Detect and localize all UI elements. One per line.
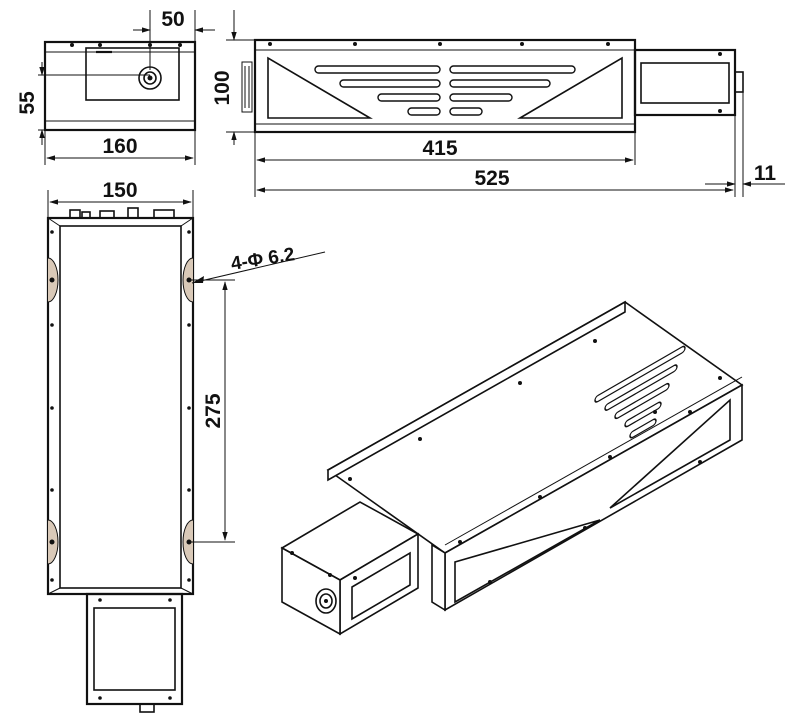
front-connector: [138, 66, 162, 90]
top-body: [46, 216, 195, 596]
dim-front-height: 55: [16, 62, 150, 145]
iso-main-body: [326, 300, 744, 612]
isometric-view: [280, 300, 744, 636]
front-height-label: 55: [16, 91, 39, 115]
dim-hole-spacing: 275: [189, 279, 235, 543]
dim-total-length: 525: [256, 92, 744, 197]
side-label-plate: [241, 61, 253, 113]
front-body: [43, 40, 197, 132]
dim-side-height: 100: [211, 10, 255, 145]
dim-rear-protrusion: 11: [705, 162, 785, 187]
connector-offset-label: 50: [161, 8, 184, 31]
top-rear-box: [85, 592, 184, 706]
body-length-label: 415: [422, 137, 457, 160]
iso-rear-connector: [315, 588, 337, 614]
top-rear-connector: [139, 703, 155, 713]
dim-connector-offset: 50: [133, 8, 215, 70]
side-rear-connector: [734, 71, 744, 93]
dim-body-length: 415: [254, 132, 636, 197]
side-triangle-right: [517, 56, 623, 119]
front-width-label: 160: [102, 135, 137, 158]
front-connector-plate: [85, 47, 180, 101]
side-view: [241, 38, 744, 134]
front-view: [43, 40, 197, 132]
hole-spec-label: 4-Φ 6.2: [229, 244, 296, 275]
dim-front-width: 160: [44, 130, 196, 165]
dim-hole-spec: 4-Φ 6.2: [191, 244, 326, 284]
top-view: [46, 207, 195, 713]
hole-spacing-label: 275: [202, 393, 225, 428]
top-width-label: 150: [102, 179, 137, 202]
iso-rear-box: [280, 501, 420, 636]
side-rear-box: [633, 48, 737, 117]
top-connectors: [69, 207, 175, 219]
side-triangle-left: [267, 56, 373, 119]
rear-protrusion-label: 11: [754, 162, 777, 185]
total-length-label: 525: [474, 167, 509, 190]
side-height-label: 100: [211, 70, 234, 105]
dim-top-width: 150: [47, 179, 194, 218]
top-lid: [59, 225, 182, 589]
